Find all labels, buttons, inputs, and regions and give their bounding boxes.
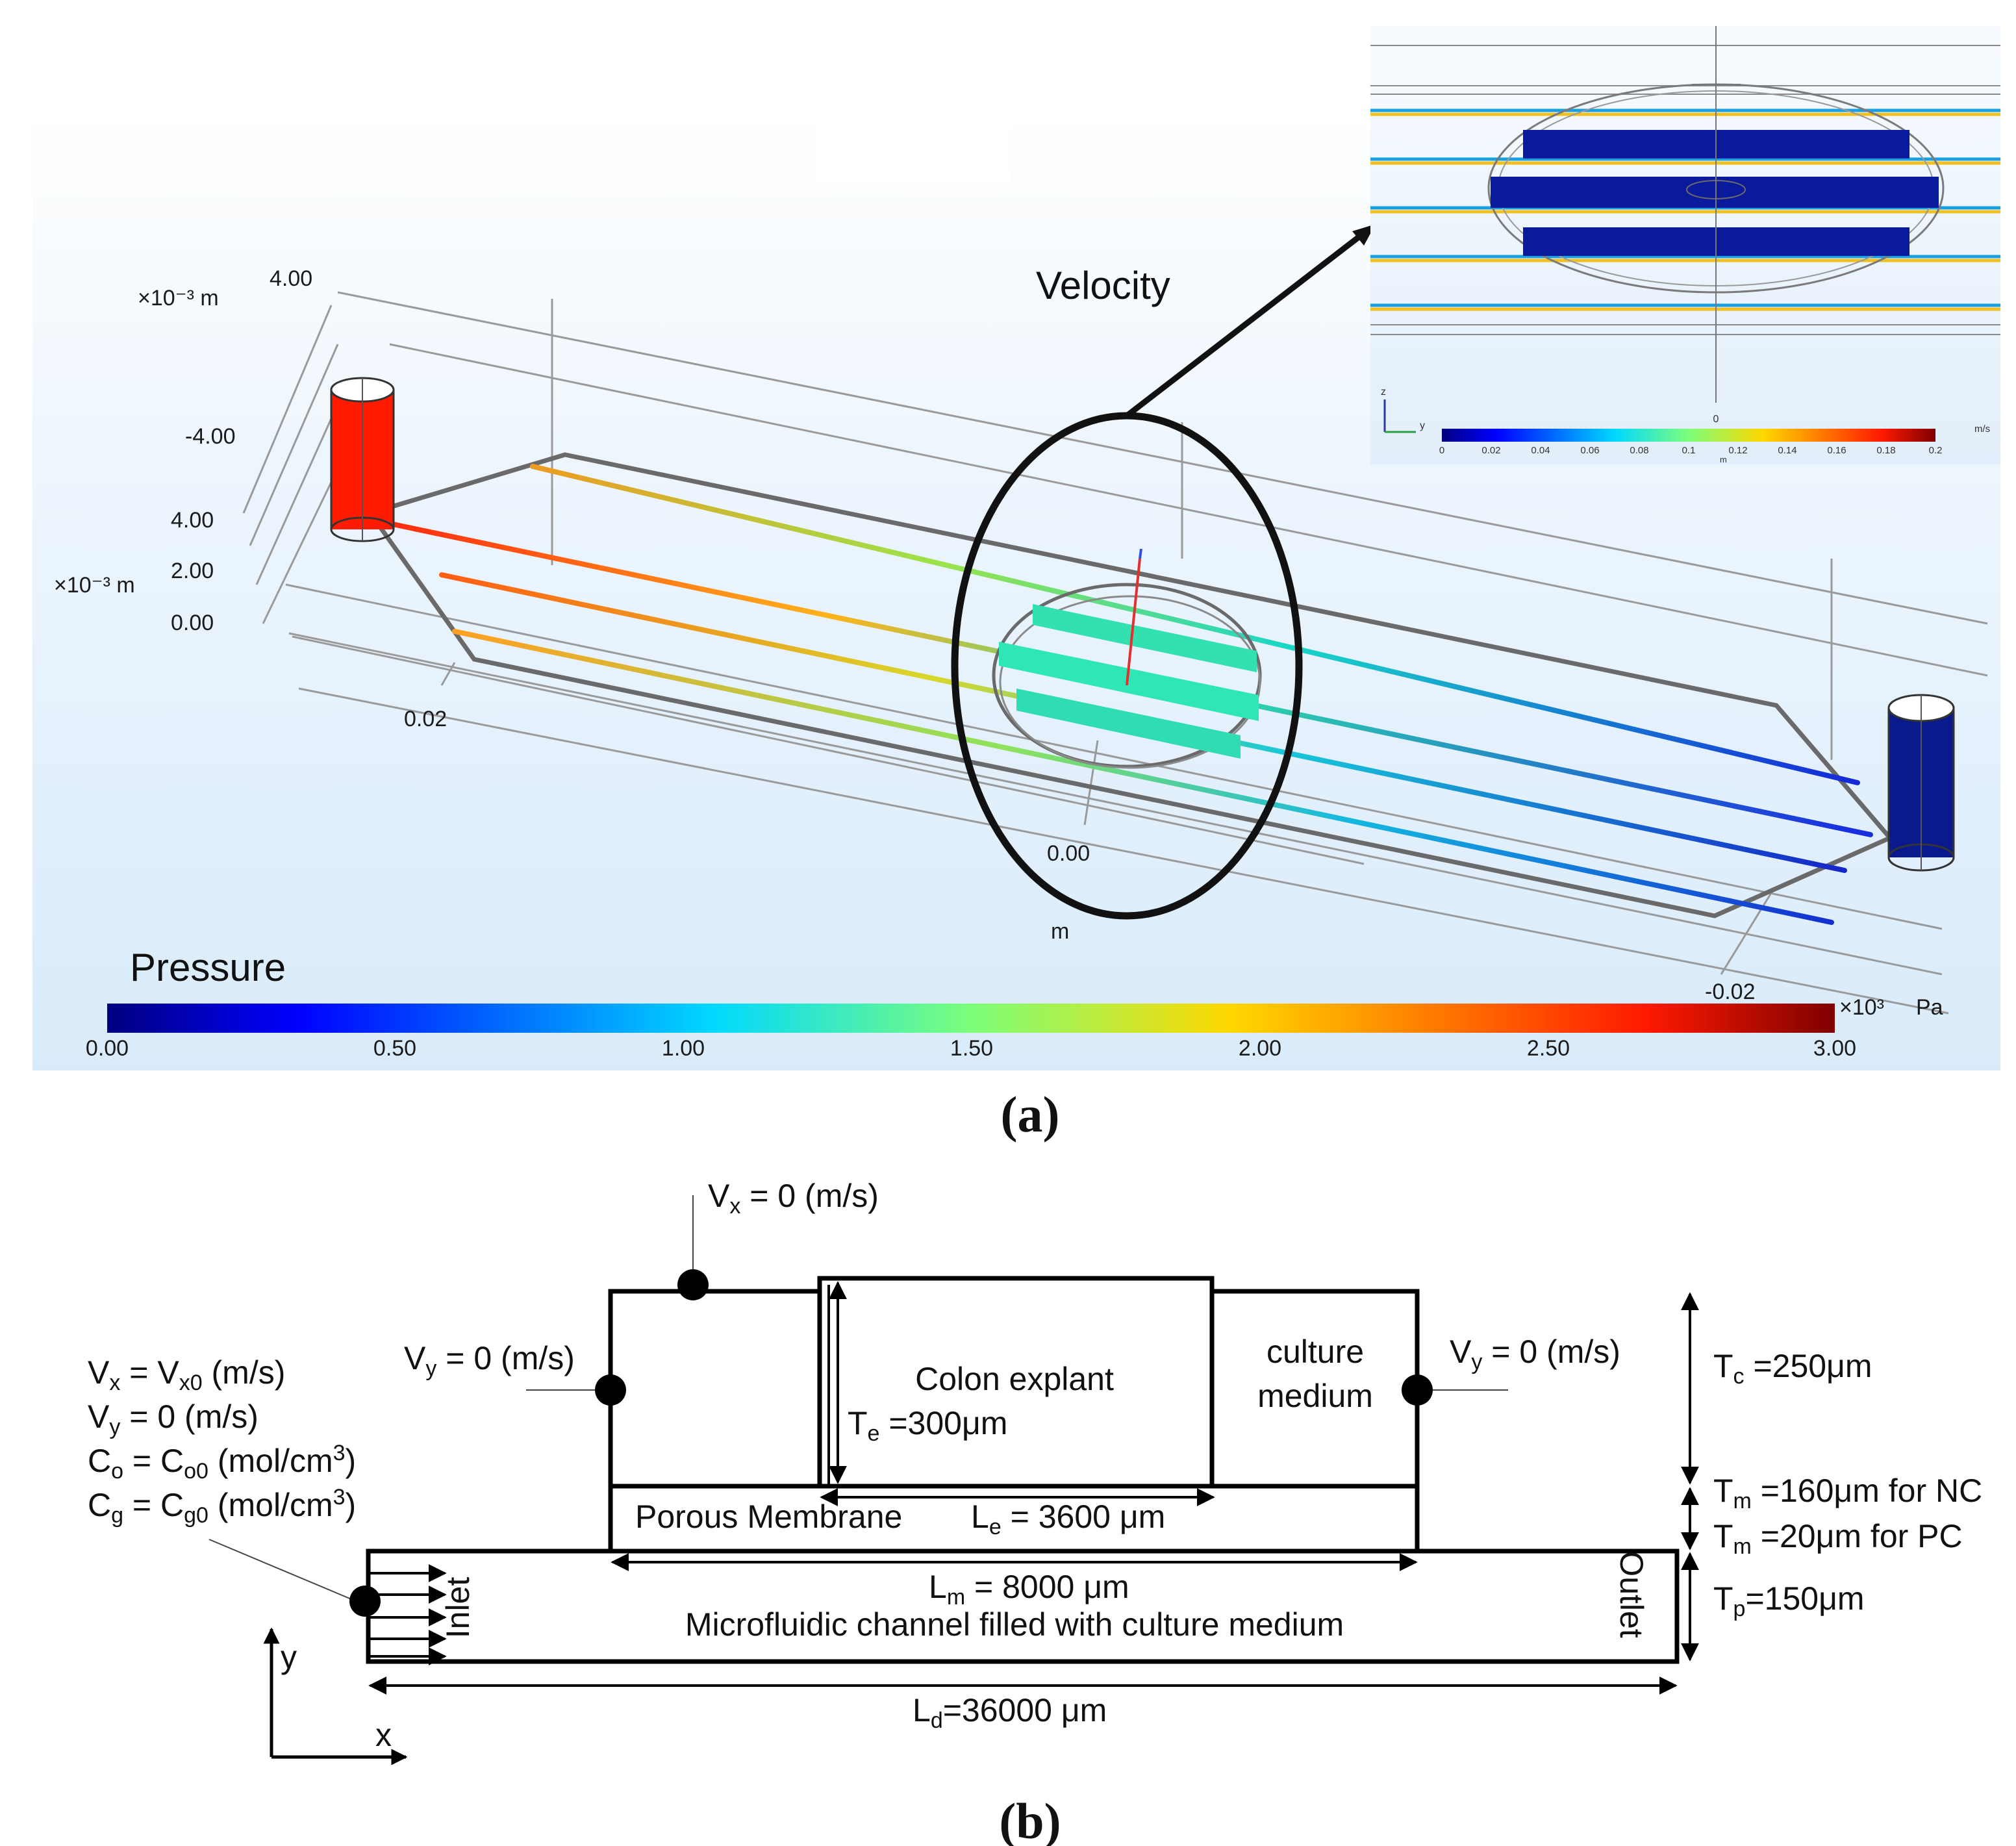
- svg-text:0.06: 0.06: [1580, 445, 1599, 456]
- y-tick-2: 2.00: [171, 559, 214, 583]
- inlet-label: Inlet: [440, 1577, 476, 1639]
- xy-axes: [263, 1627, 408, 1765]
- svg-text:0.16: 0.16: [1827, 445, 1846, 456]
- tp-label: Tp=150μm: [1713, 1580, 1865, 1621]
- svg-text:0.12: 0.12: [1728, 445, 1747, 456]
- vy-right-marker: [1402, 1374, 1433, 1406]
- panel-a: ×10⁻³ m 4.00 -4.00 4.00 ×10⁻³ m 2.00 0.0…: [32, 26, 2000, 1143]
- colorbar-tick-0: 0.00: [86, 1036, 129, 1061]
- outlet-label: Outlet: [1613, 1551, 1650, 1638]
- inlet-cylinder[interactable]: [330, 377, 395, 542]
- colorbar-tick-6: 3.00: [1813, 1036, 1856, 1061]
- y-tick-1: 4.00: [171, 508, 214, 533]
- zoom-arrow-head: [1352, 224, 1376, 246]
- lm-label: Lm = 8000 μm: [929, 1569, 1129, 1610]
- vy-left-label: Vy = 0 (m/s): [404, 1340, 575, 1381]
- colorbar-tick-4: 2.00: [1239, 1036, 1281, 1061]
- panel-b: y x Vx = 0 (m/s) Vy = 0 (m/s) Vy = 0 (m/…: [88, 1178, 1982, 1846]
- svg-text:0.1: 0.1: [1682, 445, 1696, 456]
- boundary-markers: [208, 1195, 1508, 1617]
- svg-text:0.08: 0.08: [1630, 445, 1648, 456]
- x-tick-2: 0.00: [1047, 841, 1090, 866]
- colorbar-tick-2: 1.00: [662, 1036, 705, 1061]
- ld-label: Ld=36000 μm: [913, 1692, 1107, 1733]
- velocity-label: Velocity: [1036, 264, 1170, 307]
- colorbar-tick-5: 2.50: [1527, 1036, 1570, 1061]
- pressure-label: Pressure: [130, 946, 286, 989]
- culture-label-2: medium: [1257, 1378, 1373, 1414]
- outlet-cylinder[interactable]: [1887, 694, 1955, 872]
- le-label: Le = 3600 μm: [971, 1498, 1165, 1539]
- te-label: Te =300μm: [848, 1405, 1007, 1446]
- tm-pc-label: Tm =20μm for PC: [1713, 1518, 1963, 1559]
- inset-zero: 0: [1713, 414, 1719, 425]
- vy-right-label: Vy = 0 (m/s): [1450, 1334, 1620, 1374]
- svg-text:0.02: 0.02: [1481, 445, 1500, 456]
- axis-x-label: x: [375, 1717, 392, 1753]
- culture-well: [992, 548, 1262, 769]
- axis-y-label: y: [281, 1639, 297, 1675]
- colon-explant-label: Colon explant: [915, 1361, 1114, 1397]
- inlet-marker: [349, 1586, 381, 1617]
- inlet-bc-line-2: Vy = 0 (m/s): [88, 1398, 258, 1439]
- vy-left-marker: [595, 1374, 626, 1406]
- caption-b: (b): [999, 1793, 1061, 1846]
- inlet-bc-line-1: Vx = Vx0 (m/s): [88, 1354, 285, 1395]
- svg-text:0.14: 0.14: [1778, 445, 1796, 456]
- inset-m-label: m: [1720, 455, 1727, 464]
- caption-a: (a): [1001, 1086, 1060, 1143]
- x-unit-label: m: [1051, 919, 1069, 944]
- vx-top-label: Vx = 0 (m/s): [708, 1178, 879, 1219]
- colorbar-exp: ×10³: [1839, 995, 1884, 1020]
- grid-lines: [242, 291, 1988, 1015]
- pressure-colorbar: 0.00 0.50 1.00 1.50 2.00 2.50 3.00 ×10³ …: [86, 995, 1943, 1061]
- z-top-tick: 4.00: [270, 266, 312, 291]
- svg-text:0.2: 0.2: [1929, 445, 1943, 456]
- culture-label-1: culture: [1266, 1334, 1364, 1370]
- inset-unit: m/s: [1974, 424, 1990, 435]
- inset-colorbar: [1442, 429, 1935, 442]
- tm-nc-label: Tm =160μm for NC: [1713, 1473, 1982, 1513]
- colorbar-tick-3: 1.50: [950, 1036, 993, 1061]
- inset-bar-middle: [1491, 177, 1939, 208]
- svg-text:0: 0: [1439, 445, 1444, 456]
- inlet-bc-line-4: Cg = Cg0 (mol/cm3): [88, 1485, 356, 1528]
- x-tick-3: -0.02: [1705, 980, 1756, 1004]
- x-tick-1: 0.02: [404, 707, 447, 731]
- porous-membrane-label: Porous Membrane: [635, 1498, 902, 1535]
- inset-colorbar-ticks: 0 0.02 0.04 0.06 0.08 0.1 0.12 0.14 0.16…: [1439, 445, 1943, 456]
- inset-z-axis: z: [1381, 386, 1386, 398]
- colorbar-tick-1: 0.50: [373, 1036, 416, 1061]
- axis-labels: ×10⁻³ m 4.00 -4.00 4.00 ×10⁻³ m 2.00 0.0…: [54, 266, 1756, 1004]
- zoom-arrow: [1125, 228, 1369, 418]
- velocity-inset: z y 0 0 0.02 0.04 0.06 0.08 0.1 0.12 0.1…: [1370, 26, 2000, 464]
- y-tick-3: 0.00: [171, 611, 214, 635]
- colon-explant-box: [817, 1276, 1215, 1489]
- channel-label: Microfluidic channel filled with culture…: [685, 1606, 1344, 1643]
- svg-text:0.04: 0.04: [1531, 445, 1550, 456]
- tc-label: Tc =250μm: [1713, 1348, 1872, 1389]
- y-exp-label: ×10⁻³ m: [54, 573, 135, 598]
- svg-text:0.18: 0.18: [1876, 445, 1895, 456]
- colorbar-unit: Pa: [1916, 995, 1943, 1020]
- inlet-bc-line-3: Co = Co0 (mol/cm3): [88, 1441, 356, 1484]
- z-exp-label: ×10⁻³ m: [138, 286, 219, 310]
- vx-marker: [677, 1269, 709, 1300]
- inset-y-axis: y: [1420, 420, 1425, 431]
- white-patch: [815, 97, 1010, 182]
- inlet-arrows: [370, 1564, 447, 1665]
- z-bottom-tick: -4.00: [185, 424, 236, 449]
